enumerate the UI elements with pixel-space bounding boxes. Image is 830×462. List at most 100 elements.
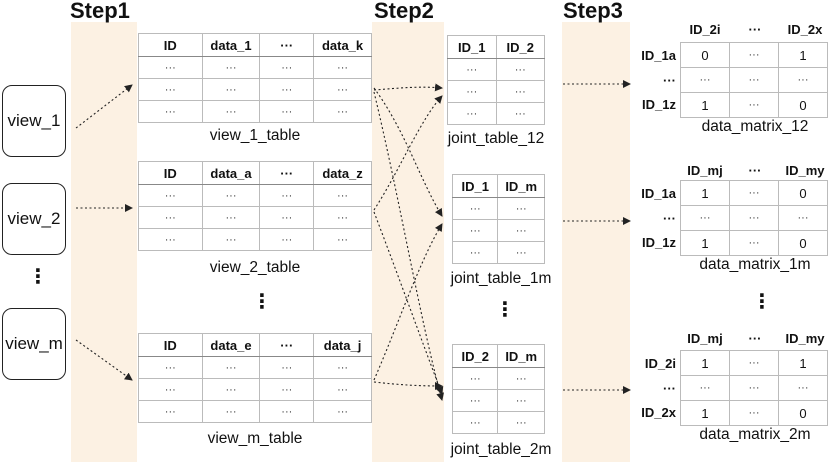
cell: ··· bbox=[201, 356, 261, 379]
joint-table-1m-caption: joint_table_1m bbox=[450, 270, 552, 287]
step1-label: Step1 bbox=[70, 0, 130, 23]
cell: ··· bbox=[313, 356, 372, 379]
data-matrix-12-caption: data_matrix_12 bbox=[701, 118, 809, 135]
matrix-cell: ··· bbox=[729, 92, 779, 118]
col-header: ID bbox=[138, 161, 203, 185]
cell: ··· bbox=[495, 102, 545, 125]
cell: ··· bbox=[259, 356, 315, 379]
joint-table-12-caption: joint_table_12 bbox=[447, 130, 545, 147]
arrow-t2-to-j2m bbox=[373, 211, 444, 395]
cell: ··· bbox=[313, 78, 372, 101]
cell: ··· bbox=[201, 400, 261, 423]
col-header: ··· bbox=[259, 333, 315, 357]
col-header: data_j bbox=[313, 333, 372, 357]
col-header: ID_m bbox=[497, 174, 545, 198]
cell: ··· bbox=[259, 184, 315, 207]
matrix-cell: 0 bbox=[680, 42, 730, 68]
arrow-tm-to-j2m bbox=[373, 381, 443, 390]
col-header: ID_2 bbox=[495, 35, 545, 59]
cell: ··· bbox=[259, 78, 315, 101]
cell: ··· bbox=[201, 78, 261, 101]
matrix-row-header: ID_1a bbox=[641, 186, 676, 201]
cell: ··· bbox=[138, 206, 203, 229]
matrix-cell: ··· bbox=[680, 205, 730, 231]
cell: ··· bbox=[497, 241, 545, 264]
joint-table-2m-caption: joint_table_2m bbox=[450, 441, 552, 458]
cell: ··· bbox=[138, 400, 203, 423]
matrix-cell: ··· bbox=[680, 67, 730, 93]
cell: ··· bbox=[497, 219, 545, 242]
matrix-col-header: ··· bbox=[748, 163, 762, 178]
cell: ··· bbox=[451, 197, 499, 220]
cell: ··· bbox=[313, 378, 372, 401]
views-vertical-ellipsis: ⋮ bbox=[28, 266, 48, 288]
matrix-col-header: ID_mj bbox=[687, 163, 723, 178]
cell: ··· bbox=[495, 80, 545, 103]
matrix-cell: 1 bbox=[778, 350, 828, 376]
cell: ··· bbox=[447, 80, 497, 103]
matrix-row-header: ID_1a bbox=[641, 48, 676, 63]
view-1-label: view_1 bbox=[7, 111, 61, 130]
matrix-cell: 1 bbox=[680, 92, 730, 118]
matrix-col-header: ID_mj bbox=[687, 331, 723, 346]
matrix-row-header: ··· bbox=[663, 381, 676, 396]
cell: ··· bbox=[138, 356, 203, 379]
data-matrix-1m-caption: data_matrix_1m bbox=[699, 256, 811, 273]
cell: ··· bbox=[313, 184, 372, 207]
cell: ··· bbox=[497, 367, 545, 390]
arrow-tm-to-j1m bbox=[373, 223, 443, 381]
cell: ··· bbox=[451, 241, 499, 264]
col-header: data_1 bbox=[201, 33, 261, 57]
matrix-cell: 1 bbox=[778, 42, 828, 68]
matrix-grid: 0···1 ········· 1···0 bbox=[680, 42, 828, 118]
matrix-cell: 0 bbox=[778, 230, 828, 256]
cell: ··· bbox=[259, 400, 315, 423]
view-m-label: view_m bbox=[5, 334, 63, 353]
step1-band bbox=[71, 22, 137, 462]
view-m-box: view_m bbox=[2, 308, 66, 380]
step3-label: Step3 bbox=[563, 0, 623, 23]
col-header: ID bbox=[138, 333, 203, 357]
cell: ··· bbox=[497, 411, 545, 434]
cell: ··· bbox=[451, 367, 499, 390]
cell: ··· bbox=[201, 378, 261, 401]
cell: ··· bbox=[313, 206, 372, 229]
cell: ··· bbox=[259, 228, 315, 251]
matrix-cell: ··· bbox=[729, 180, 779, 206]
joint-vertical-ellipsis: ⋮ bbox=[495, 299, 515, 321]
col-header: ID_2 bbox=[451, 344, 499, 368]
cell: ··· bbox=[447, 58, 497, 81]
col-header: ID_1 bbox=[447, 35, 497, 59]
matrix-cell: 1 bbox=[680, 180, 730, 206]
view-2-table-caption: view_2_table bbox=[209, 259, 301, 276]
cell: ··· bbox=[497, 197, 545, 220]
matrix-cell: ··· bbox=[729, 42, 779, 68]
matrix-col-header: ID_2i bbox=[689, 22, 721, 37]
matrix-cell: ··· bbox=[729, 375, 779, 401]
matrix-row-header: ··· bbox=[663, 73, 676, 88]
matrix-col-header: ··· bbox=[748, 331, 762, 346]
matrix-cell: ··· bbox=[729, 67, 779, 93]
cell: ··· bbox=[259, 100, 315, 123]
arrow-t1-to-j1m bbox=[373, 87, 443, 217]
cell: ··· bbox=[313, 228, 372, 251]
matrix-cell: 1 bbox=[680, 230, 730, 256]
matrix-cell: ··· bbox=[680, 375, 730, 401]
col-header: data_e bbox=[201, 333, 261, 357]
data-matrix-2m: ID_mj ··· ID_my ID_2i ··· ID_2x 1···1 ··… bbox=[630, 330, 830, 450]
matrix-cell: ··· bbox=[778, 375, 828, 401]
col-header: data_a bbox=[201, 161, 261, 185]
cell: ··· bbox=[313, 400, 372, 423]
cell: ··· bbox=[138, 100, 203, 123]
matrix-col-header: ··· bbox=[748, 22, 762, 37]
matrix-col-header: ID_2x bbox=[787, 22, 823, 37]
step2-label: Step2 bbox=[374, 0, 434, 23]
matrix-cell: 0 bbox=[778, 92, 828, 118]
col-header: ID_1 bbox=[451, 174, 499, 198]
cell: ··· bbox=[201, 100, 261, 123]
